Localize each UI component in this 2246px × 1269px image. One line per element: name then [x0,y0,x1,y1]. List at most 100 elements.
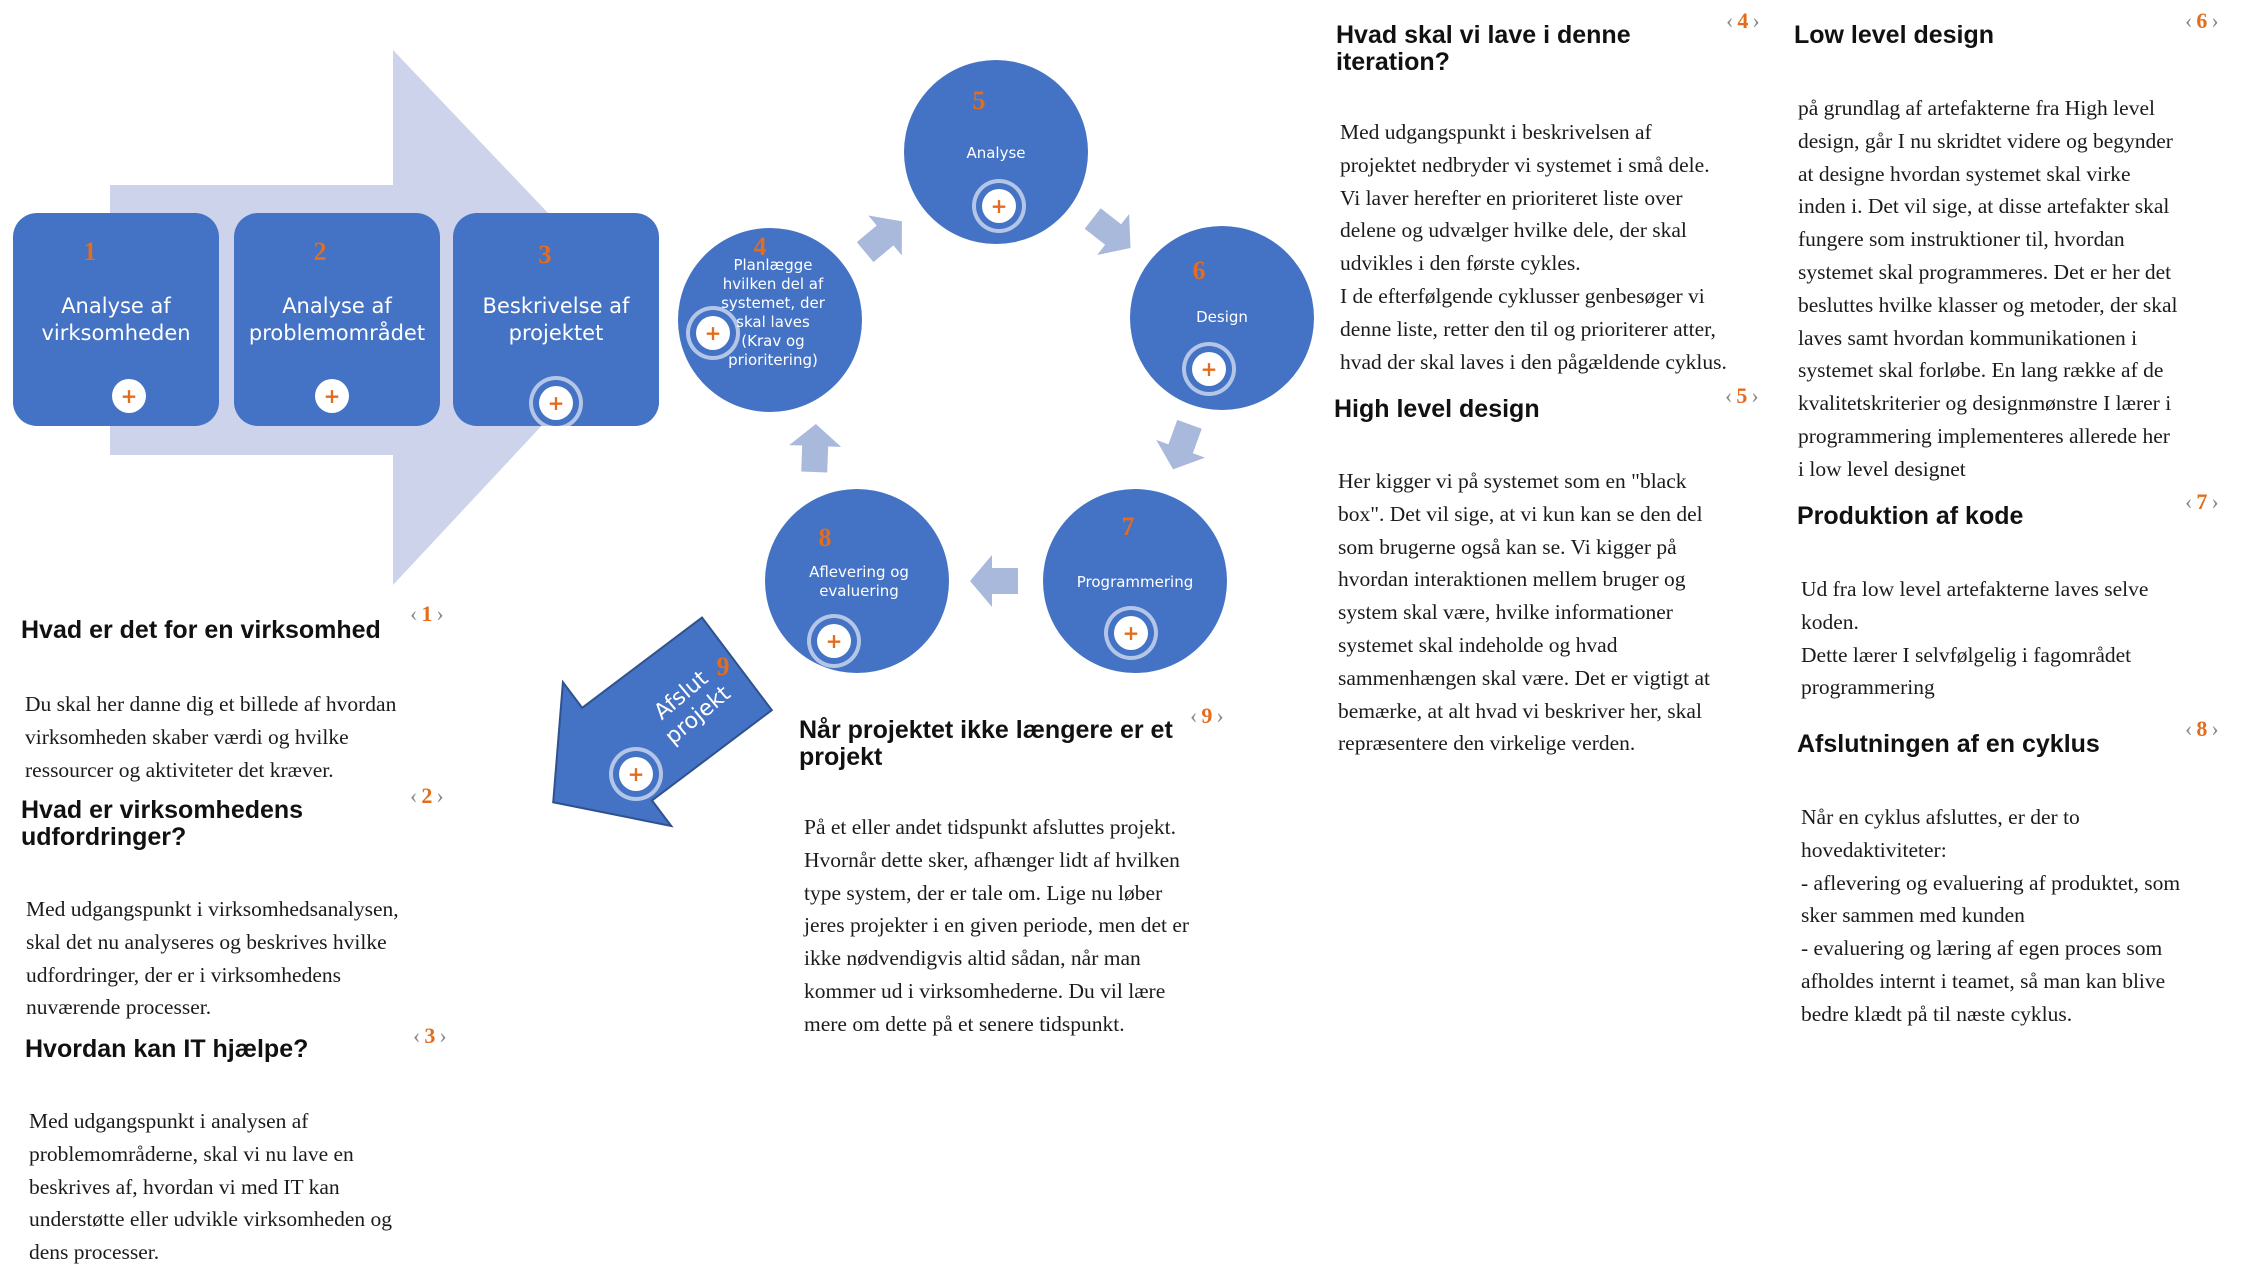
chevron-left-icon[interactable]: ‹ [1725,383,1733,408]
panel-body: Med udgangspunkt i virksomhedsanalysen, … [26,897,399,1020]
panel-body: på grundlag af artefakterne fra High lev… [1798,96,2178,481]
panel-nav-1[interactable]: ‹1› [410,601,444,627]
panel-body: Du skal her danne dig et billede af hvor… [25,692,397,782]
chevron-right-icon[interactable]: › [1751,383,1759,408]
exit-arrow[interactable] [499,592,791,874]
cycle-label-5: Analyse [966,144,1026,162]
panel-nav-5[interactable]: ‹5› [1725,383,1759,409]
cycle-circle-4[interactable] [678,228,862,412]
chevron-right-icon[interactable]: › [1752,8,1760,33]
panel-nav-4[interactable]: ‹4› [1726,8,1760,34]
cycle-number-8: 8 [818,523,832,552]
cycle-number-7: 7 [1121,512,1135,541]
panel-body: Når en cyklus afsluttes, er der to hoved… [1801,805,2181,1026]
cycle-arrow-6-7 [1156,419,1206,470]
step-label-2: Analyse af problemområdet [248,294,426,345]
chevron-right-icon[interactable]: › [2211,8,2219,33]
plus-icon[interactable]: + [982,189,1016,223]
panel-nav-3[interactable]: ‹3› [413,1023,447,1049]
panel-title: Produktion af kode [1797,502,2024,530]
chevron-left-icon[interactable]: ‹ [410,601,418,626]
cycle-arrow-5-6 [1084,208,1131,255]
panel-nav-9[interactable]: ‹9› [1190,703,1224,729]
chevron-right-icon[interactable]: › [1216,703,1224,728]
panel-2: Hvad er virksomhedens udfordringer? Med … [21,796,399,1024]
plus-icon[interactable]: + [1114,616,1148,650]
step-box-2[interactable] [234,213,440,426]
panel-body: Med udgangspunkt i analysen af problemom… [29,1109,393,1265]
cycle-circle-5[interactable] [904,60,1088,244]
plus-icon[interactable]: + [112,379,146,413]
panel-title: Når projektet ikke længere er et projekt [799,716,1173,771]
cycle-circle-8[interactable] [765,489,949,673]
panel-nav-7[interactable]: ‹7› [2185,489,2219,515]
panel-title: Low level design [1794,21,1995,49]
panel-nav-8[interactable]: ‹8› [2185,716,2219,742]
panel-3: Hvordan kan IT hjælpe? Med udgangspunkt … [25,1036,445,1269]
cycle-arrow-8-4 [789,424,842,473]
panel-nav-number: 6 [2196,8,2208,33]
panel-nav-number: 3 [424,1023,436,1048]
panel-title: Hvad er det for en virksomhed [21,616,381,644]
panel-nav-number: 2 [421,783,433,808]
panel-nav-number: 1 [421,601,433,626]
panel-6: Low level design på grundlag af artefakt… [1794,22,2234,486]
chevron-right-icon[interactable]: › [436,783,444,808]
panel-7: Produktion af kode Ud fra low level arte… [1797,503,2217,704]
panel-5: High level design Her kigger vi på syste… [1334,396,1774,760]
chevron-left-icon[interactable]: ‹ [2185,8,2193,33]
cycle-label-6: Design [1196,308,1248,326]
panel-body: På et eller andet tidspunkt afsluttes pr… [804,815,1190,1036]
cycle-arrow-4-5 [856,215,902,263]
panel-title: Hvordan kan IT hjælpe? [25,1035,309,1063]
panel-9: Når projektet ikke længere er et projekt… [799,717,1229,1041]
panel-title: Afslutningen af en cyklus [1797,730,2100,758]
panel-4: Hvad skal vi lave i denne iteration? Med… [1336,22,1727,378]
step-number-3: 3 [538,240,552,269]
step-label-1: Analyse af virksomheden [41,294,191,345]
plus-icon[interactable]: + [539,386,573,420]
plus-icon[interactable]: + [619,757,653,791]
step-box-1[interactable] [13,213,219,426]
panel-title: Hvad er virksomhedens udfordringer? [21,796,304,851]
cycle-number-6: 6 [1192,256,1206,285]
step-label-3: Beskrivelse af projektet [482,294,630,345]
panel-body: Ud fra low level artefakterne laves selv… [1801,577,2149,700]
plus-icon[interactable]: + [817,624,851,658]
plus-icon[interactable]: + [1192,352,1226,386]
plus-icon[interactable]: + [315,379,349,413]
chevron-left-icon[interactable]: ‹ [413,1023,421,1048]
panel-nav-number: 5 [1736,383,1748,408]
panel-8: Afslutningen af en cyklus Når en cyklus … [1797,731,2237,1031]
chevron-left-icon[interactable]: ‹ [2185,716,2193,741]
chevron-left-icon[interactable]: ‹ [410,783,418,808]
panel-body: Med udgangspunkt i beskrivelsen af proje… [1340,120,1727,374]
chevron-left-icon[interactable]: ‹ [2185,489,2193,514]
step-box-3[interactable] [453,213,659,426]
panel-nav-2[interactable]: ‹2› [410,783,444,809]
chevron-right-icon[interactable]: › [439,1023,447,1048]
panel-body: Her kigger vi på systemet som en "black … [1338,469,1710,756]
panel-nav-number: 9 [1201,703,1213,728]
cycle-arrow-7-8 [970,555,1018,607]
step-number-1: 1 [83,237,97,266]
exit-number: 9 [716,652,730,681]
cycle-circle-6[interactable] [1130,226,1314,410]
panel-nav-number: 8 [2196,716,2208,741]
panel-title: High level design [1334,395,1540,423]
cycle-arrows [789,208,1206,607]
chevron-left-icon[interactable]: ‹ [1726,8,1734,33]
chevron-right-icon[interactable]: › [436,601,444,626]
chevron-right-icon[interactable]: › [2211,716,2219,741]
chevron-right-icon[interactable]: › [2211,489,2219,514]
cycle-label-4: Planlægge hvilken del af systemet, der s… [721,256,825,369]
cycle-label-7: Programmering [1076,573,1194,591]
cycle-label-8: Aflevering og evaluering [809,563,909,600]
chevron-left-icon[interactable]: ‹ [1190,703,1198,728]
cycle-number-5: 5 [972,86,986,115]
panel-nav-6[interactable]: ‹6› [2185,8,2219,34]
cycle-circle-7[interactable] [1043,489,1227,673]
cycle-number-4: 4 [753,232,767,261]
plus-icon[interactable]: + [696,316,730,350]
